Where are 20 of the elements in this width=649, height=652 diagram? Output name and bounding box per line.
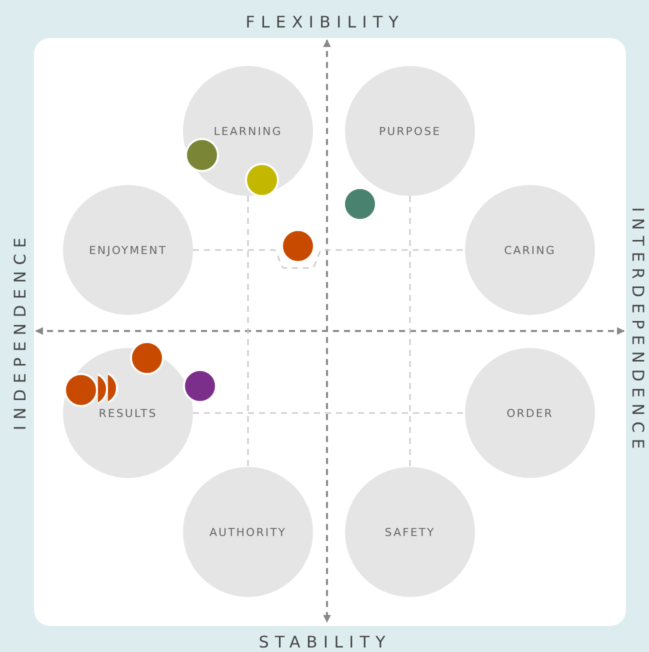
dashed-line (193, 249, 465, 269)
circle-label: ENJOYMENT (88, 244, 168, 256)
circle-label: ORDER (506, 406, 554, 420)
axis-label: INDEPENDENCE (10, 232, 30, 430)
circle-label: SAFETY (384, 526, 436, 538)
dashed-line (409, 196, 411, 467)
circle-label: CARING (504, 244, 556, 256)
circle-label: RESULTS (98, 406, 158, 420)
axis-label: STABILITY (258, 632, 392, 652)
data-dot (343, 187, 377, 221)
data-dot (183, 369, 217, 403)
dashed-line (193, 412, 465, 414)
dashed-line (247, 196, 249, 467)
data-dot (130, 341, 164, 375)
circle-label: LEARNING (214, 124, 282, 138)
circle-label: AUTHORITY (209, 526, 287, 538)
axis-label: INTERDEPENDENCE (628, 207, 648, 455)
axis-label: FLEXIBILITY (246, 12, 404, 32)
circle-label: PURPOSE (378, 124, 442, 138)
data-dot (281, 229, 315, 263)
